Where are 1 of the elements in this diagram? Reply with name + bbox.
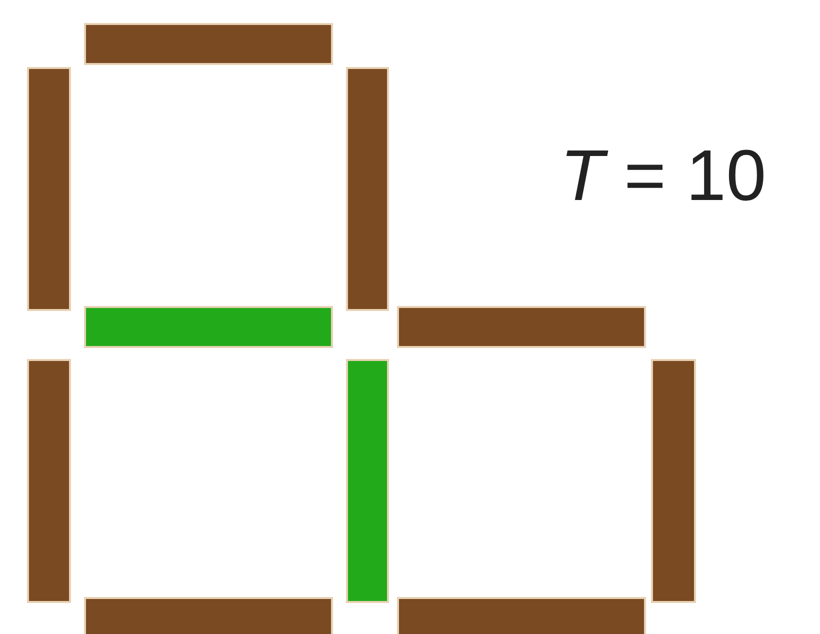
- equation-label: T = 10: [560, 140, 766, 212]
